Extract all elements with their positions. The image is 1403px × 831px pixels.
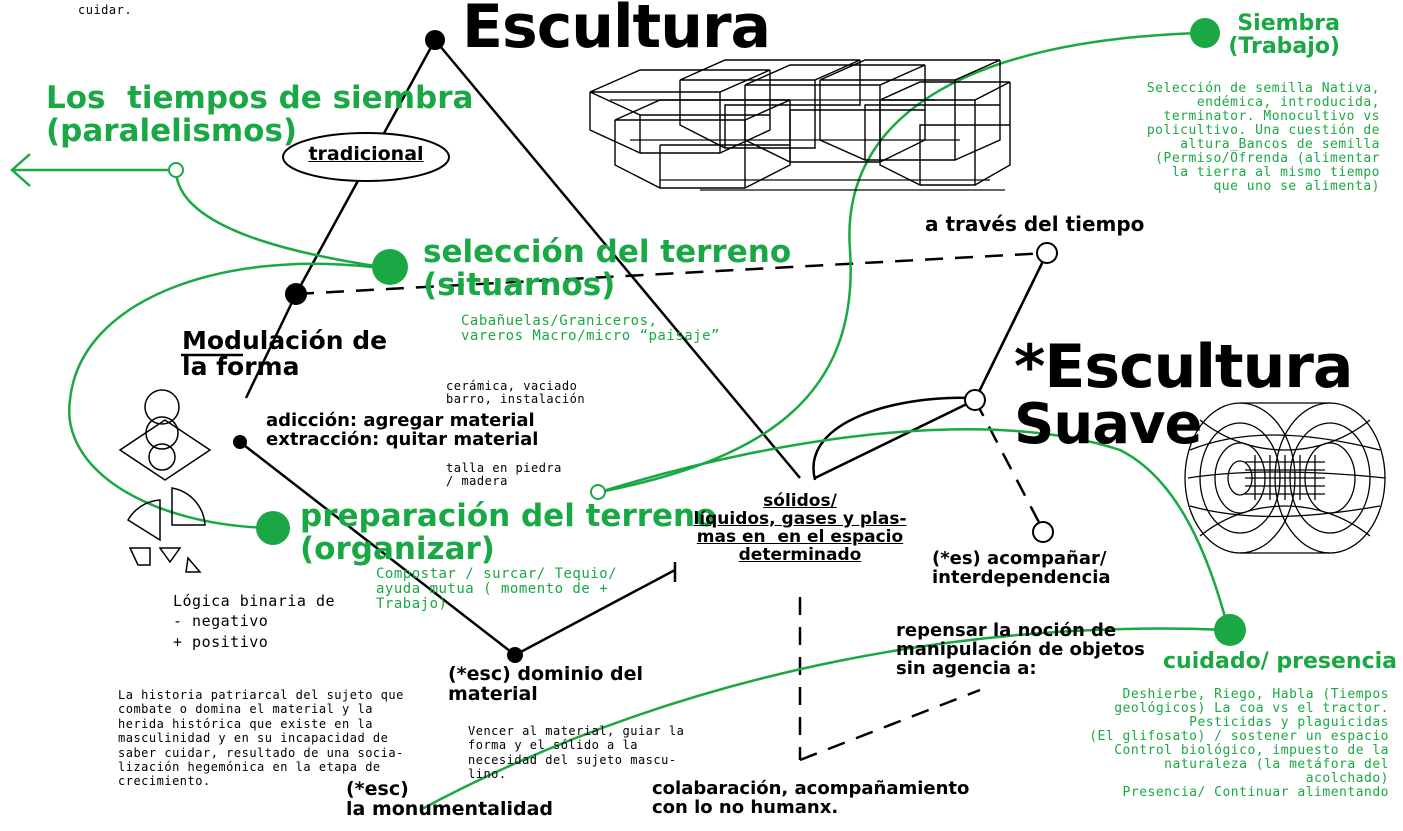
label-solidos: sólidos/ líquidos, gases y plas- mas en … (693, 491, 907, 565)
curve-cuidado-monumental (419, 627, 1229, 812)
curve-seleccion-preparacion (67, 262, 373, 530)
wireframe-boxes-illustration (589, 59, 1011, 191)
sphere-top-icon (144, 389, 180, 425)
label-siembra-trabajo: Siembra (Trabajo) (1228, 11, 1340, 60)
dashed-lines (295, 251, 1049, 762)
note-siembra: Selección de semilla Nativa, endémica, i… (1146, 81, 1380, 195)
nodes (168, 18, 1246, 663)
node-preparacion-open (590, 484, 606, 500)
dash-modulacion-tiempo (295, 251, 1048, 296)
note-vencer: Vencer al material, guiar la forma y el … (468, 724, 685, 782)
note-preparacion: Compostar / surcar/ Tequio/ ayuda mutua … (376, 566, 618, 613)
pie-pieces-icon (126, 499, 161, 542)
curve-preparacion-siembra (599, 31, 1203, 494)
tradicional-ellipse (282, 132, 450, 182)
node-escultura (425, 30, 445, 50)
note-talla: talla en piedra / madera (446, 461, 562, 488)
label-cuidado-presencia: cuidado/ presencia (1163, 649, 1398, 674)
label-tiempos-siembra: Los tiempos de siembra (paralelismos) (46, 80, 474, 149)
structure-lines (181, 39, 1049, 657)
node-cuidado (1214, 614, 1246, 646)
torus-wireframe-illustration (1184, 402, 1386, 554)
dash-colaboracion (799, 688, 981, 762)
node-tiempo (1036, 242, 1058, 264)
label-esc-monumentalidad: (*esc) la monumentalidad (346, 778, 554, 820)
label-modulacion: Modulación de la forma (182, 326, 388, 382)
label-tradicional: tradicional (308, 143, 424, 165)
arrow-head-left (10, 153, 31, 187)
label-a-traves-tiempo: a través del tiempo (925, 212, 1145, 236)
node-modulacion (285, 283, 307, 305)
label-esc-dominio: (*esc) dominio del material (448, 663, 644, 705)
text-cuidar: cuidar. (78, 3, 133, 17)
title-suave: Suave (1014, 392, 1202, 457)
dash-tiempo-suave (973, 252, 1049, 401)
note-historia: La historia patriarcal del sujeto que co… (118, 688, 404, 789)
label-es-acompanar: (*es) acompañar/ interdependencia (932, 548, 1111, 588)
note-cuidado: Deshierbe, Riego, Habla (Tiempos geológi… (1089, 687, 1389, 801)
form-pictograms (118, 389, 212, 573)
node-tiempos (168, 162, 184, 178)
title-escultura-suave: *Escultura (1014, 332, 1353, 402)
node-suave (964, 389, 986, 411)
node-adiccion (233, 435, 247, 449)
line-escultura-solidos (434, 39, 801, 479)
note-seleccion: Cabañuelas/Graniceros, vareros Macro/mic… (461, 313, 720, 345)
note-ceramica: cerámica, vaciado barro, instalación (446, 379, 586, 406)
label-preparacion-terreno: preparación del terreno (organizar) (300, 498, 717, 567)
title-escultura: Escultura (462, 0, 771, 62)
node-dominio (507, 647, 523, 663)
line-dominio-solidos (514, 568, 676, 657)
node-seleccion (372, 249, 408, 285)
dash-suave-acompanar (973, 399, 1045, 531)
node-preparacion (256, 511, 290, 545)
label-seleccion-terreno: selección del terreno (situarnos) (423, 234, 792, 303)
label-adiccion-extraccion: adicción: agregar material extracción: q… (266, 410, 539, 450)
node-siembra (1190, 18, 1220, 48)
line-adiccion-dominio (239, 441, 516, 656)
label-colaboracion: colabaración, acompañamiento con lo no h… (652, 778, 970, 818)
node-acompanar (1032, 521, 1054, 543)
note-logica-binaria: Lógica binaria de - negativo + positivo (173, 592, 336, 651)
curve-preparacion-cuidado (599, 428, 1230, 629)
label-repensar: repensar la noción de manipulación de ob… (896, 620, 1145, 679)
line-modulacion-split (244, 293, 298, 399)
diamond-base-icon (118, 419, 212, 481)
line-solidos-suave (814, 398, 976, 480)
curve-tiempos-seleccion (174, 171, 389, 270)
green-curves (10, 31, 1230, 812)
curve-solidos-suave (812, 396, 973, 481)
